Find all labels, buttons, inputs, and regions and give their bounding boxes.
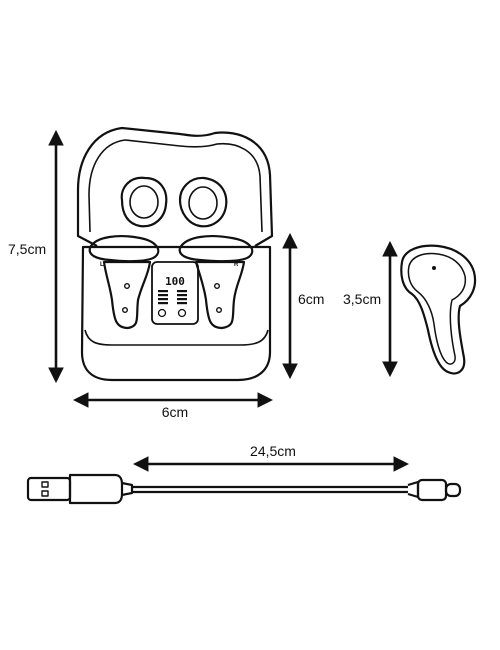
earbud-body <box>400 244 477 375</box>
case-width-label: 6cm <box>162 404 188 420</box>
right-earbud-cavity-inner <box>188 186 218 220</box>
left-indicator-dot-1 <box>123 283 130 290</box>
case-lid-inner <box>88 139 263 233</box>
case-display-panel <box>151 261 199 325</box>
usb-a-housing <box>68 473 124 505</box>
right-status-icon <box>177 308 187 318</box>
case-base-height-label: 6cm <box>298 291 324 307</box>
usb-c-housing <box>416 478 448 502</box>
cable-length-label: 24,5cm <box>250 443 296 459</box>
left-earbud-top <box>88 235 160 263</box>
right-earbud-stem <box>194 260 246 330</box>
left-indicator-dot-2 <box>121 307 128 314</box>
left-earbud-cavity <box>120 176 168 228</box>
usb-cable <box>26 473 462 505</box>
right-earbud-cavity <box>178 176 228 228</box>
left-earbud-stem <box>102 260 152 330</box>
case-display-digits: 100 <box>165 275 185 288</box>
right-marker: R <box>234 262 239 268</box>
right-indicator-dot-1 <box>213 283 220 290</box>
earbud-sensor-dot <box>432 266 436 270</box>
earbud <box>400 244 477 375</box>
usb-c-tip <box>444 482 462 498</box>
left-earbud-cavity-inner <box>129 185 159 219</box>
battery-bars <box>158 290 187 305</box>
case-base-seam <box>84 329 269 346</box>
usb-a-contact-2 <box>41 490 49 497</box>
earbud-inner-outline <box>407 252 467 365</box>
right-indicator-dot-2 <box>215 307 222 314</box>
earbud-height-label: 3,5cm <box>343 291 381 307</box>
left-marker: L <box>100 262 104 268</box>
usb-a-strain-relief <box>121 481 134 497</box>
right-earbud-top <box>178 235 254 263</box>
usb-a-contact-1 <box>41 481 49 488</box>
usb-a-plug <box>26 476 72 502</box>
case-height-label: 7,5cm <box>8 241 46 257</box>
case-base <box>80 245 272 382</box>
case-lid <box>76 126 274 247</box>
left-status-icon <box>157 308 167 318</box>
dimension-arrows <box>48 129 410 472</box>
charging-case <box>76 126 274 382</box>
usb-c-strain-relief <box>407 480 420 499</box>
